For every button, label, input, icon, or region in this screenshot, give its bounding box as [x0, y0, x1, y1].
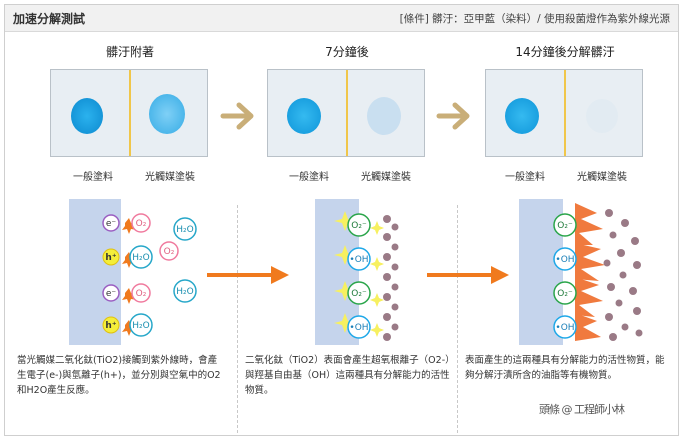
particle-label: O₂ [136, 289, 147, 299]
reaction-spikes [575, 203, 605, 341]
label-normal-paint-3: 一般塗料 [505, 172, 545, 183]
particle-label: O₂⁻ [351, 221, 367, 231]
hole-icon [102, 248, 120, 266]
particle-label: O₂ [136, 219, 147, 229]
column-separator [237, 205, 238, 433]
label-normal-paint-1: 一般塗料 [73, 172, 113, 183]
process-arrow-icon [427, 266, 509, 284]
sparkle-icons [334, 211, 384, 337]
description-step-3: 表面產生的這兩種具有分解能力的活性物質，能夠分解汙漬所含的油脂等有機物質。 [465, 355, 665, 381]
electron-icon [102, 284, 120, 302]
water-icon [129, 313, 153, 337]
panel-divider [346, 70, 348, 156]
column-title-2: 7分鐘後 [325, 45, 369, 59]
particle-label: e⁻ [106, 219, 117, 229]
particle-label: h⁺ [105, 321, 116, 331]
superoxide-icon [347, 281, 371, 305]
particle-label: H₂O [176, 225, 193, 235]
water-icon [129, 245, 153, 269]
particle-label: O₂⁻ [557, 289, 573, 299]
column-title-3: 14分鐘後分解髒汙 [515, 45, 615, 59]
particle-label: O₂⁻ [351, 289, 367, 299]
water-icon [173, 217, 197, 241]
oxygen-icon [131, 213, 151, 233]
process-arrow-icon [207, 266, 289, 284]
hydroxyl-icon [553, 247, 577, 271]
stain-right-faded [367, 97, 401, 135]
decomposed-particles [603, 209, 643, 341]
label-normal-paint-2: 一般塗料 [289, 172, 329, 183]
stain-left [505, 98, 539, 134]
stain-drawing [505, 98, 618, 134]
panel-divider [129, 70, 131, 156]
particle-label: •OH [349, 323, 368, 333]
figure-title: 加速分解測試 [13, 12, 86, 26]
hydroxyl-icon [553, 315, 577, 339]
stain-left [287, 98, 321, 134]
stain-right-gone [586, 99, 618, 133]
particle-label: •OH [349, 255, 368, 265]
test-panel-14min [485, 69, 643, 157]
description-step-1: 當光觸媒二氧化鈦(TiO2)接觸到紫外線時，會產生電子(e-)與氫離子(h+)，… [17, 355, 221, 396]
electron-icon [102, 214, 120, 232]
watermark: 頭條 @ 工程師小林 [499, 395, 664, 425]
particle-label: •OH [555, 323, 574, 333]
test-panel-7min [267, 69, 425, 157]
column-separator [457, 205, 458, 433]
burst-icon [122, 320, 137, 336]
label-photocatalyst-3: 光觸媒塗裝 [577, 172, 627, 183]
stain-drawing [287, 97, 401, 135]
particle-label: e⁻ [106, 289, 117, 299]
label-photocatalyst-1: 光觸媒塗裝 [145, 172, 195, 183]
superoxide-icon [347, 213, 371, 237]
header-bar: 加速分解測試 [條件] 髒汙：亞甲藍（染料）/ 使用殺菌燈作為紫外線光源 [5, 5, 678, 32]
column-title-1: 髒汙附著 [105, 45, 154, 59]
label-photocatalyst-2: 光觸媒塗裝 [361, 172, 411, 183]
decomposition-diagram: O₂⁻ •OH O₂⁻ •OH [519, 199, 643, 345]
reaction-diagram: e⁻ O₂ H₂O h⁺ H₂O O₂ e⁻ O₂ H₂O h⁺ [69, 199, 197, 345]
test-condition: [條件] 髒汙：亞甲藍（染料）/ 使用殺菌燈作為紫外線光源 [399, 13, 670, 25]
hydroxyl-icon [347, 247, 371, 271]
figure-frame: 加速分解測試 [條件] 髒汙：亞甲藍（染料）/ 使用殺菌燈作為紫外線光源 髒汙附… [4, 4, 679, 436]
stain-drawing [71, 94, 185, 134]
dirt-particles [383, 215, 399, 341]
hydroxyl-icon [347, 315, 371, 339]
active-species-diagram: O₂⁻ •OH O₂⁻ •OH [315, 199, 399, 345]
oxygen-icon [159, 241, 179, 261]
test-panel-stain-attached [50, 69, 208, 157]
burst-icon [122, 218, 137, 234]
particle-label: O₂⁻ [557, 221, 573, 231]
arrow-right-icon [220, 102, 254, 130]
burst-icon [122, 252, 137, 268]
particle-label: H₂O [132, 321, 149, 331]
water-icon [173, 279, 197, 303]
superoxide-icon [553, 281, 577, 305]
particle-label: H₂O [132, 253, 149, 263]
particle-label: H₂O [176, 287, 193, 297]
arrow-right-icon [436, 102, 470, 130]
superoxide-icon [553, 213, 577, 237]
stain-left [71, 98, 103, 134]
description-step-2: 二氧化鈦（TiO2）表面會產生超氧根離子（O2-）與羥基自由基（OH）這兩種具有… [245, 355, 450, 396]
particle-label: O₂ [164, 247, 175, 257]
hole-icon [102, 316, 120, 334]
stain-right [149, 94, 185, 134]
oxygen-icon [131, 283, 151, 303]
panel-divider [564, 70, 566, 156]
particle-label: •OH [555, 255, 574, 265]
burst-icon [122, 288, 137, 304]
particle-label: h⁺ [105, 253, 116, 263]
